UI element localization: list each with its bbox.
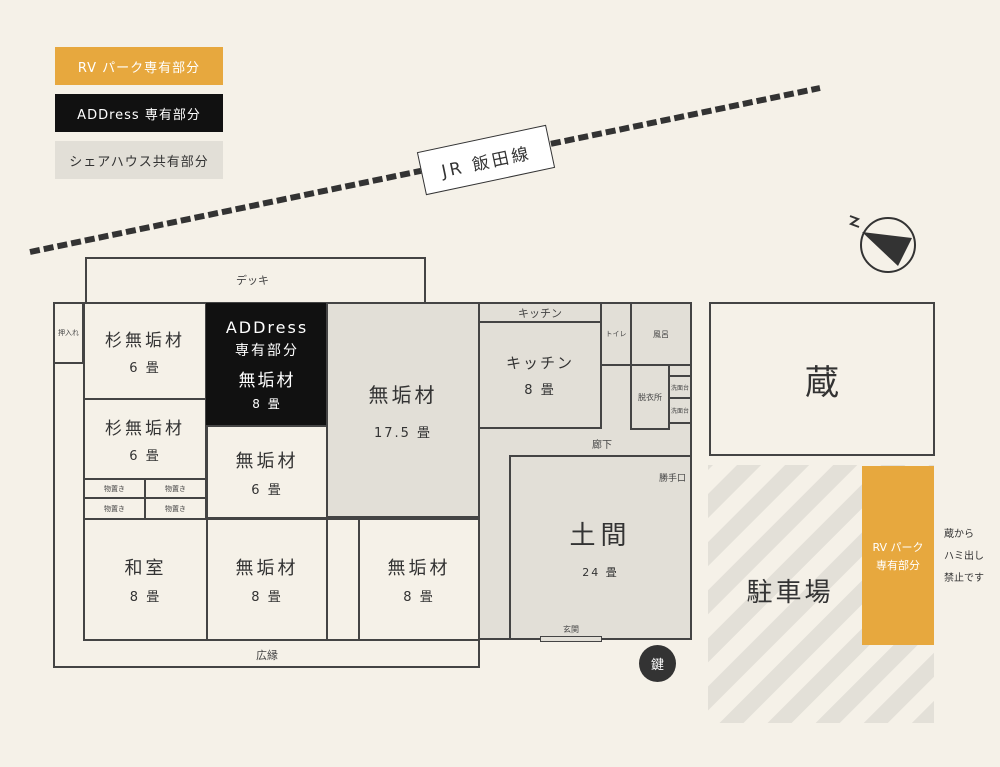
room-kitchen-size: 8 畳	[524, 383, 556, 398]
room-bottom-8b: 無垢材 8 畳	[358, 518, 480, 641]
room-address-size: 8 畳	[252, 397, 282, 411]
oshiire: 押入れ	[53, 302, 84, 364]
kura: 蔵	[709, 302, 935, 456]
toilet: トイレ	[600, 302, 632, 366]
legend-shared-label: シェアハウス共有部分	[69, 154, 209, 170]
room-sugi-1: 杉無垢材 6 畳	[83, 302, 207, 400]
room-mid-6: 無垢材 6 畳	[206, 425, 328, 519]
room-address-name: 無垢材	[238, 371, 296, 391]
genkan-label: 玄関	[563, 625, 579, 634]
room-bottom-8a: 無垢材 8 畳	[206, 518, 328, 641]
room-sugi-1-size: 6 畳	[129, 361, 161, 376]
room-washitsu-size: 8 畳	[129, 590, 162, 605]
room-doma-size: 24 畳	[582, 566, 619, 579]
sink-1-label: 洗面台	[670, 384, 689, 392]
room-sugi-1-name: 杉無垢材	[105, 331, 185, 351]
room-sugi-2: 杉無垢材 6 畳	[83, 398, 207, 480]
room-doma: 土間 24 畳	[509, 455, 692, 640]
storage-1: 物置き	[83, 478, 146, 499]
room-big-17-5: 無垢材 17.5 畳	[326, 302, 480, 518]
compass-arrow-icon	[862, 232, 912, 266]
storage-4: 物置き	[144, 497, 207, 520]
room-sugi-2-size: 6 畳	[129, 449, 161, 464]
rv-note-line2: ハミ出し	[944, 551, 984, 562]
dressing-label: 脱衣所	[638, 392, 662, 402]
katteguchi-label: 勝手口	[659, 474, 687, 484]
storage-3: 物置き	[83, 497, 146, 520]
key-label: 鍵	[650, 658, 664, 673]
deck-label: デッキ	[236, 274, 269, 287]
railway-track	[29, 85, 821, 255]
bath: 風呂	[630, 302, 692, 366]
rv-note: 蔵から ハミ出し 禁止です	[944, 524, 984, 590]
kura-label: 蔵	[805, 362, 839, 403]
room-kitchen: キッチン 8 畳	[478, 321, 602, 429]
room-big-size: 17.5 畳	[373, 426, 433, 441]
rv-note-line3: 禁止です	[944, 573, 984, 584]
hallway-small	[326, 518, 360, 641]
rv-area-line1: RV パーク	[872, 540, 924, 554]
storage-3-label: 物置き	[104, 504, 125, 513]
oshiire-label: 押入れ	[58, 329, 79, 337]
railway-label-text: JR 飯田線	[439, 143, 534, 182]
rv-park-area: RV パーク 専有部分	[862, 466, 934, 645]
room-address: ADDress 専有部分 無垢材 8 畳	[206, 303, 328, 427]
rv-area-line2: 専有部分	[876, 558, 920, 572]
room-doma-name: 土間	[569, 521, 632, 551]
north-mark-icon	[848, 215, 861, 228]
genkan-step	[540, 636, 602, 642]
kitchen-top-label: キッチン	[518, 306, 562, 320]
storage-4-label: 物置き	[165, 504, 186, 513]
legend-rv-label: RV パーク専有部分	[77, 60, 201, 76]
room-washitsu: 和室 8 畳	[83, 518, 208, 641]
legend-address-label: ADDress 専有部分	[77, 107, 201, 123]
room-bottom-8b-name: 無垢材	[387, 558, 451, 579]
parking-label: 駐車場	[730, 570, 850, 610]
room-mid-6-size: 6 畳	[251, 482, 283, 498]
sink-2-label: 洗面台	[670, 408, 689, 415]
legend-rv-park: RV パーク専有部分	[55, 47, 223, 85]
sink-1: 洗面台	[668, 375, 692, 399]
room-washitsu-name: 和室	[124, 558, 167, 579]
toilet-label: トイレ	[605, 330, 627, 338]
room-address-line1: ADDress	[225, 318, 309, 337]
storage-2-label: 物置き	[165, 484, 186, 493]
dressing-room: 脱衣所	[630, 364, 670, 430]
legend-address: ADDress 専有部分	[55, 94, 223, 132]
room-mid-6-name: 無垢材	[235, 450, 299, 472]
compass-icon	[860, 217, 916, 273]
room-kitchen-name: キッチン	[505, 354, 574, 372]
storage-1-label: 物置き	[104, 484, 125, 493]
room-bottom-8a-size: 8 畳	[251, 590, 283, 605]
room-address-line2: 専有部分	[235, 343, 299, 359]
bath-label: 風呂	[653, 329, 669, 339]
storage-2: 物置き	[144, 478, 207, 499]
room-big-name: 無垢材	[368, 383, 438, 407]
parking-label-text: 駐車場	[746, 577, 834, 608]
rv-note-line1: 蔵から	[944, 529, 974, 540]
deck	[85, 257, 426, 303]
room-bottom-8a-name: 無垢材	[235, 558, 299, 579]
room-bottom-8b-size: 8 畳	[403, 590, 435, 605]
kitchen-top-strip: キッチン	[478, 302, 602, 323]
corridor-label: 廊下	[592, 440, 612, 451]
room-sugi-2-name: 杉無垢材	[105, 419, 185, 439]
sink-2: 洗面台	[668, 397, 692, 424]
hiroen-label: 広縁	[256, 649, 278, 662]
key-icon: 鍵	[639, 645, 676, 682]
legend-shared: シェアハウス共有部分	[55, 141, 223, 179]
